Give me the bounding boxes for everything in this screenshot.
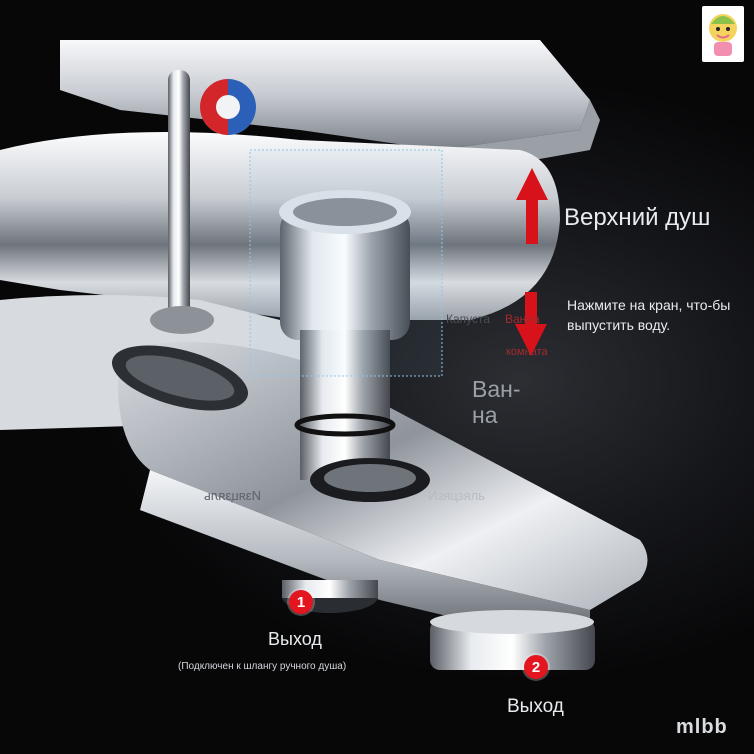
instruction-text: Нажмите на кран, что-бы выпустить воду. (567, 297, 731, 333)
arrow-up-icon (516, 168, 548, 244)
cartoon-logo-icon (702, 6, 744, 62)
outlet-1-badge: 1 (289, 590, 313, 614)
ghost-text-plain: Изяцзяль (428, 488, 486, 503)
hot-cold-indicator-icon (200, 79, 256, 135)
outlet-1-note: (Подключен к шлангу ручного душа) (178, 661, 347, 672)
ghost-text-mirrored: Изяцзяль (204, 488, 262, 503)
ghost-text-vanna: Ванна (505, 312, 540, 326)
outlet-2-badge: 2 (524, 655, 548, 679)
outlet-2-label: Выход (507, 696, 564, 717)
ghost-text-kapusta: Капуста (446, 312, 491, 326)
ghost-text-komnata: комната (506, 346, 548, 358)
upper-shower-label: Верхний душ (564, 204, 711, 231)
watermark-text: mlbb (676, 716, 728, 738)
tub-label: Ван-на (472, 376, 521, 428)
outlet-1-label: Выход (268, 629, 322, 649)
arrow-down-icon (515, 292, 547, 356)
